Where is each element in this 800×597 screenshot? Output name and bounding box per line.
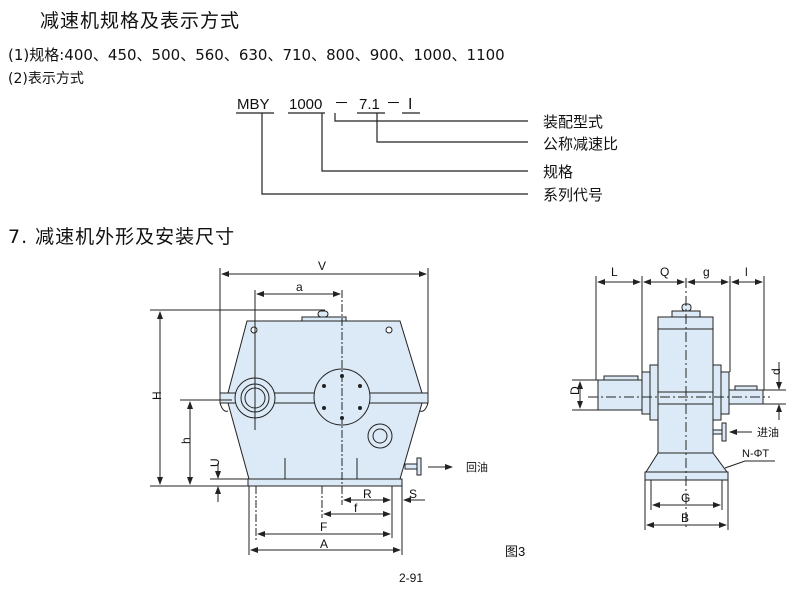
dim-f: f bbox=[354, 501, 358, 515]
dim-G: G bbox=[681, 491, 690, 505]
page-number: 2-91 bbox=[399, 571, 423, 585]
code-sep1: － bbox=[334, 95, 349, 112]
section-title: 减速机规格及表示方式 bbox=[40, 10, 241, 32]
legend-ratio: 公称减速比 bbox=[543, 136, 618, 153]
model-code-diagram: MBY 1000 － 7.1 － Ⅰ 装配型式 公称减速比 规格 系列代号 bbox=[236, 95, 618, 204]
figure-caption: 图3 bbox=[505, 544, 525, 559]
front-view-drawing bbox=[150, 268, 453, 555]
code-size: 1000 bbox=[289, 96, 322, 113]
side-view-drawing bbox=[572, 276, 786, 530]
dim-F: F bbox=[320, 520, 327, 534]
dim-B: B bbox=[681, 511, 689, 525]
spec-list: (1)规格:400、450、500、560、630、710、800、900、10… bbox=[8, 46, 505, 64]
dim-A: A bbox=[320, 537, 328, 551]
dim-g: g bbox=[703, 265, 710, 279]
dim-Q: Q bbox=[660, 265, 669, 279]
legend-series: 系列代号 bbox=[543, 187, 603, 204]
dim-U: U bbox=[208, 458, 222, 467]
code-assembly: Ⅰ bbox=[408, 96, 412, 113]
dim-D: D bbox=[568, 386, 582, 395]
representation-label: (2)表示方式 bbox=[8, 71, 84, 87]
dim-a: a bbox=[296, 280, 303, 294]
legend-assembly: 装配型式 bbox=[543, 114, 603, 131]
dim-l: l bbox=[745, 265, 748, 279]
dim-R: R bbox=[363, 487, 372, 501]
legend-size: 规格 bbox=[543, 164, 573, 181]
dim-d: d bbox=[769, 368, 783, 375]
oil-inlet-label: 进油 bbox=[757, 425, 779, 439]
code-ratio: 7.1 bbox=[359, 96, 380, 113]
section2-title: 7. 减速机外形及安装尺寸 bbox=[8, 226, 236, 248]
oil-return-label: 回油 bbox=[466, 460, 488, 474]
dim-L: L bbox=[611, 265, 618, 279]
dim-V: V bbox=[318, 259, 326, 273]
dim-S: S bbox=[409, 487, 417, 501]
dim-h: h bbox=[179, 437, 193, 444]
code-series: MBY bbox=[237, 96, 270, 113]
code-sep2: － bbox=[386, 95, 401, 112]
bolt-label: N-ΦT bbox=[742, 448, 769, 460]
dim-H: H bbox=[150, 391, 164, 400]
